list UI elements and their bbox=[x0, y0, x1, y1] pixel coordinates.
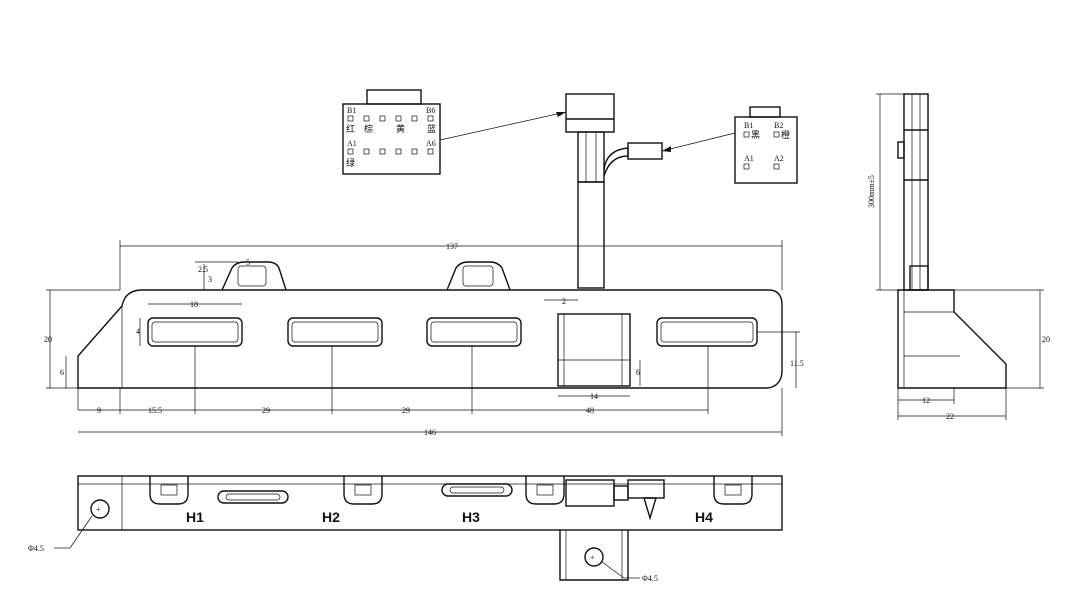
dim-11-5: 11.5 bbox=[790, 359, 804, 368]
dim-20-side: 20 bbox=[1042, 335, 1050, 344]
connector-left: B1 B6 A1 A6 红 棕 黄 蓝 绿 bbox=[342, 89, 441, 175]
pin-label-a1: A1 bbox=[744, 154, 754, 163]
pin-label-b2: B2 bbox=[774, 121, 783, 130]
bottom-view: + Φ4.5 + bbox=[28, 475, 783, 583]
wire-color-yellow: 黄 bbox=[396, 123, 405, 135]
pin-label-a2: A2 bbox=[774, 154, 784, 163]
dim-3: 3 bbox=[208, 275, 212, 284]
pin-label-b6: B6 bbox=[426, 106, 435, 115]
front-dimensions: 137 146 20 6 5 2.5 3 18 4 2 9 15.5 29 29… bbox=[44, 240, 804, 437]
dim-18: 18 bbox=[190, 300, 198, 309]
wire-color-green: 绿 bbox=[346, 157, 355, 169]
dim-2-5: 2.5 bbox=[198, 265, 208, 274]
dim-6-left: 6 bbox=[60, 368, 64, 377]
mounting-hole-center bbox=[584, 547, 604, 567]
label-h4: H4 bbox=[695, 509, 713, 525]
dim-6-right: 6 bbox=[636, 368, 640, 377]
front-view bbox=[77, 261, 783, 410]
wire-color-red: 红 bbox=[346, 123, 355, 135]
dim-137: 137 bbox=[446, 242, 458, 251]
pin-label-b1: B1 bbox=[744, 121, 753, 130]
dim-12: 12 bbox=[922, 396, 930, 405]
cable-assembly bbox=[565, 93, 736, 289]
dim-9: 9 bbox=[97, 406, 101, 415]
dim-29-a: 29 bbox=[262, 406, 270, 415]
dim-29-b: 29 bbox=[402, 406, 410, 415]
svg-text:+: + bbox=[96, 505, 101, 514]
dim-2: 2 bbox=[562, 297, 566, 306]
wire-color-brown: 棕 bbox=[364, 123, 373, 135]
dim-4: 4 bbox=[136, 327, 140, 336]
dim-5: 5 bbox=[246, 258, 250, 267]
label-h3: H3 bbox=[462, 509, 480, 525]
side-view: 300mm±5 20 12 22 bbox=[867, 93, 1050, 421]
label-h2: H2 bbox=[322, 509, 340, 525]
pin-label-a1: A1 bbox=[347, 139, 357, 148]
dim-22: 22 bbox=[946, 412, 954, 421]
mounting-hole-left bbox=[90, 499, 110, 519]
dim-48: 48 bbox=[586, 406, 594, 415]
connector-right: B1 B2 A1 A2 黑 橙 bbox=[734, 106, 798, 184]
pin-label-a6: A6 bbox=[426, 139, 436, 148]
dim-14: 14 bbox=[590, 392, 598, 401]
dim-cable-length: 300mm±5 bbox=[867, 175, 876, 208]
hole-dim-center: Φ4.5 bbox=[642, 574, 658, 583]
pin-label-b1: B1 bbox=[347, 106, 356, 115]
dim-15-5: 15.5 bbox=[148, 406, 162, 415]
svg-text:+: + bbox=[590, 553, 595, 562]
dim-146: 146 bbox=[424, 428, 436, 437]
label-h1: H1 bbox=[186, 509, 204, 525]
dim-20-left: 20 bbox=[44, 335, 52, 344]
leader-line bbox=[439, 111, 567, 141]
wire-color-black: 黑 bbox=[751, 130, 760, 141]
wire-color-blue: 蓝 bbox=[427, 123, 436, 135]
hole-dim-left: Φ4.5 bbox=[28, 544, 44, 553]
wire-color-orange: 橙 bbox=[781, 129, 790, 141]
